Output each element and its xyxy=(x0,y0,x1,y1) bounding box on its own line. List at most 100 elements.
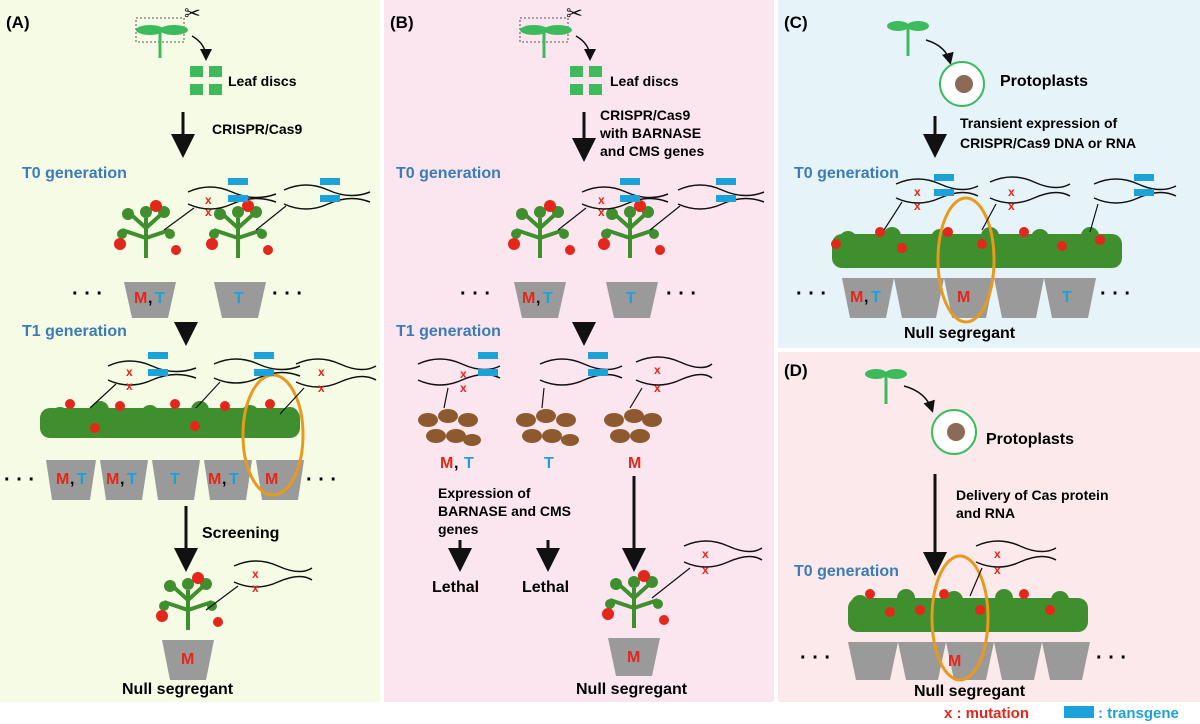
pot xyxy=(848,642,898,680)
pot xyxy=(1042,642,1090,680)
method-label-line3: and CMS genes xyxy=(600,143,704,159)
svg-text:x: x xyxy=(654,363,661,377)
pot xyxy=(894,278,944,318)
method-label-line2: and RNA xyxy=(956,505,1015,521)
mutated-chromosome-pair: x x xyxy=(279,358,377,415)
svg-text:x: x xyxy=(702,547,709,561)
genotype-m: M xyxy=(440,455,453,472)
expression-label-line2: BARNASE and CMS xyxy=(438,503,571,519)
plant xyxy=(508,200,575,258)
panel-c-letter: (C) xyxy=(784,13,808,32)
pot xyxy=(124,282,176,318)
svg-text:✂: ✂ xyxy=(184,3,201,25)
chromosome-pair-with-transgene: x x xyxy=(163,178,277,231)
svg-text:x: x xyxy=(252,581,259,595)
svg-text:x: x xyxy=(126,379,133,393)
selection-highlight xyxy=(936,196,996,324)
pot xyxy=(944,278,994,318)
panel-b: ✂ Leaf discs CRISPR/Cas9 with BARNASE an… xyxy=(396,3,765,698)
seed-cluster xyxy=(516,409,579,446)
protoplasts-label: Protoplasts xyxy=(986,431,1074,448)
chromosome-pair-with-transgene xyxy=(1089,174,1177,233)
leaf-with-scissors-icon: ✂ xyxy=(135,3,212,61)
genotype-m: M xyxy=(56,471,69,488)
method-label-line1: CRISPR/Cas9 xyxy=(600,107,690,123)
ellipsis: · · · xyxy=(800,647,831,669)
svg-text:x: x xyxy=(318,381,325,395)
panel-b-letter: (B) xyxy=(390,13,414,32)
plant xyxy=(598,200,665,258)
plant-row xyxy=(848,589,1088,632)
ellipsis: · · · xyxy=(272,283,303,305)
mutated-chromosome-pair: x x xyxy=(629,356,713,409)
selection-highlight xyxy=(930,554,990,682)
plant xyxy=(156,572,223,630)
method-label-line1: Delivery of Cas protein xyxy=(956,487,1109,503)
genotype-comma: , xyxy=(454,455,458,472)
genotype-t: T xyxy=(871,289,881,306)
mutated-chromosome-pair: x x xyxy=(969,540,1057,597)
legend-transgene-swatch xyxy=(1064,706,1094,718)
genotype-m: M xyxy=(948,653,961,670)
genotype-comma: , xyxy=(222,471,226,488)
genotype-m: M xyxy=(208,471,221,488)
chromosome-pair-with-transgene xyxy=(539,352,623,409)
svg-text:x: x xyxy=(318,365,325,379)
ellipsis: · · · xyxy=(666,283,697,305)
method-label-line1: Transient expression of xyxy=(960,115,1117,131)
null-segregant-label: Null segregant xyxy=(122,681,234,698)
pot xyxy=(994,278,1044,318)
pot xyxy=(514,282,566,318)
genotype-t: T xyxy=(544,455,554,472)
legend-transgene-label: : transgene xyxy=(1098,705,1179,722)
panel-d-letter: (D) xyxy=(784,361,808,380)
mutated-chromosome-pair: x x xyxy=(651,540,763,599)
protoplasts-label: Protoplasts xyxy=(1000,73,1088,90)
genotype-m: M xyxy=(106,471,119,488)
chromosome-pair-with-transgene xyxy=(649,178,765,231)
svg-text:✂: ✂ xyxy=(566,3,583,25)
pot xyxy=(162,640,214,680)
panel-b-background xyxy=(384,0,774,702)
pot xyxy=(46,460,96,500)
leaf-discs-label: Leaf discs xyxy=(610,73,679,89)
ellipsis: · · · xyxy=(1096,647,1127,669)
ellipsis: · · · xyxy=(72,283,103,305)
seed-cluster xyxy=(604,409,662,443)
pot xyxy=(606,282,658,318)
null-segregant-label: Null segregant xyxy=(904,325,1016,342)
pot xyxy=(256,460,304,500)
plant xyxy=(114,200,181,258)
svg-text:x: x xyxy=(914,185,921,199)
t0-generation-label: T0 generation xyxy=(794,563,899,580)
protoplast-icon xyxy=(939,61,985,107)
genotype-comma: , xyxy=(536,290,540,307)
method-label-line2: with BARNASE xyxy=(599,125,701,141)
genotype-m: M xyxy=(522,290,535,307)
svg-text:x: x xyxy=(460,367,467,381)
chromosome-pair-with-transgene: x x xyxy=(883,174,979,231)
svg-text:x: x xyxy=(654,381,661,395)
genotype-t: T xyxy=(1062,289,1072,306)
genotype-t: T xyxy=(543,290,553,307)
ellipsis: · · · xyxy=(796,283,827,305)
null-segregant-label: Null segregant xyxy=(576,681,688,698)
chromosome-pair-with-transgene xyxy=(255,178,371,231)
svg-text:x: x xyxy=(598,205,605,219)
method-label: CRISPR/Cas9 xyxy=(212,121,302,137)
lethal-label: Lethal xyxy=(432,579,479,596)
genotype-m: M xyxy=(957,289,970,306)
mutated-chromosome-pair: x x xyxy=(205,560,313,611)
t0-generation-label: T0 generation xyxy=(794,165,899,182)
plant-row xyxy=(831,227,1122,268)
t1-generation-label: T1 generation xyxy=(22,323,127,340)
svg-text:x: x xyxy=(252,567,259,581)
pot xyxy=(842,278,894,318)
genotype-t: T xyxy=(229,471,239,488)
seedling-icon xyxy=(887,21,954,65)
genotype-t: T xyxy=(626,290,636,307)
panel-a: ✂ Leaf discs CRISPR/Cas9 T0 generation xyxy=(4,3,377,698)
chromosome-pair-with-transgene: x x xyxy=(557,178,669,231)
genotype-m: M xyxy=(134,290,147,307)
